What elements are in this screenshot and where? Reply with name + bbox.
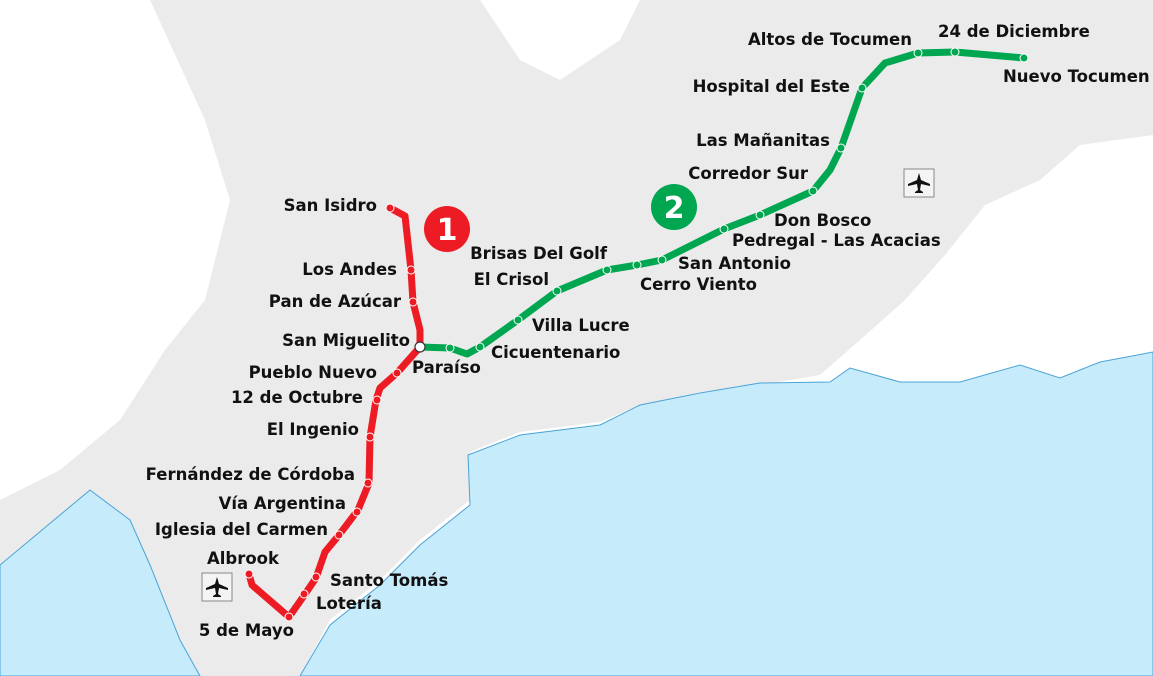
station-marker [950,47,960,57]
station-label: 5 de Mayo [199,621,294,640]
station-label: Pan de Azúcar [269,292,402,311]
station-marker [657,255,667,265]
station-marker [719,224,729,234]
station-label: Altos de Tocumen [748,30,912,49]
station-label: Hospital del Este [693,77,850,96]
canal-water [0,489,201,676]
svg-text:1: 1 [437,213,458,248]
station-marker [445,343,455,353]
station-marker [513,315,523,325]
station-label: Cerro Viento [640,275,757,294]
station-label: El Crisol [474,270,549,289]
station-marker [372,395,382,405]
station-marker [406,265,416,275]
station-label: 24 de Diciembre [938,22,1090,41]
line-2-badge: 2 [651,184,697,230]
airplane-icon [201,572,233,602]
station-label: San Antonio [678,254,791,273]
station-marker [632,260,642,270]
station-label: Cicuentenario [491,343,620,362]
station-marker [408,297,418,307]
station-label: Los Andes [302,260,397,279]
station-label: Nuevo Tocumen [1003,67,1150,86]
station-label: Iglesia del Carmen [155,520,328,539]
white-patch [480,0,640,80]
station-marker [392,368,402,378]
station-marker [311,572,321,582]
station-label: Santo Tomás [330,571,448,590]
station-marker [475,342,485,352]
station-marker [284,612,294,622]
station-label: Don Bosco [774,211,871,230]
station-marker [602,265,612,275]
station-label: Lotería [316,594,382,613]
station-label: Vía Argentina [219,494,346,513]
station-label: Las Mañanitas [696,131,830,150]
station-marker [385,203,395,213]
station-marker [244,569,254,579]
transfer-station-marker [414,341,426,353]
sea [299,351,1153,676]
station-label: Villa Lucre [532,316,630,335]
station-marker [365,432,375,442]
station-label: San Isidro [284,196,377,215]
station-label: San Miguelito [282,331,410,350]
station-marker [363,478,373,488]
station-marker [1019,53,1029,63]
line-1-badge: 1 [424,206,470,252]
station-label: 12 de Octubre [231,388,363,407]
station-marker [334,530,344,540]
station-marker [552,286,562,296]
station-marker [913,48,923,58]
station-label: Paraíso [412,358,481,377]
station-marker [299,589,309,599]
airplane-icon [903,168,935,198]
station-label: Pedregal - Las Acacias [732,231,941,250]
station-label: Fernández de Córdoba [146,465,355,484]
station-label: Albrook [207,549,280,568]
station-marker [836,143,846,153]
station-marker [808,186,818,196]
station-label: Corredor Sur [688,164,809,183]
station-label: Pueblo Nuevo [249,363,377,382]
station-marker [857,83,867,93]
station-label: El Ingenio [267,420,359,439]
station-marker [352,507,362,517]
station-marker [755,210,765,220]
station-label: Brisas Del Golf [470,244,608,263]
svg-text:2: 2 [664,191,685,226]
